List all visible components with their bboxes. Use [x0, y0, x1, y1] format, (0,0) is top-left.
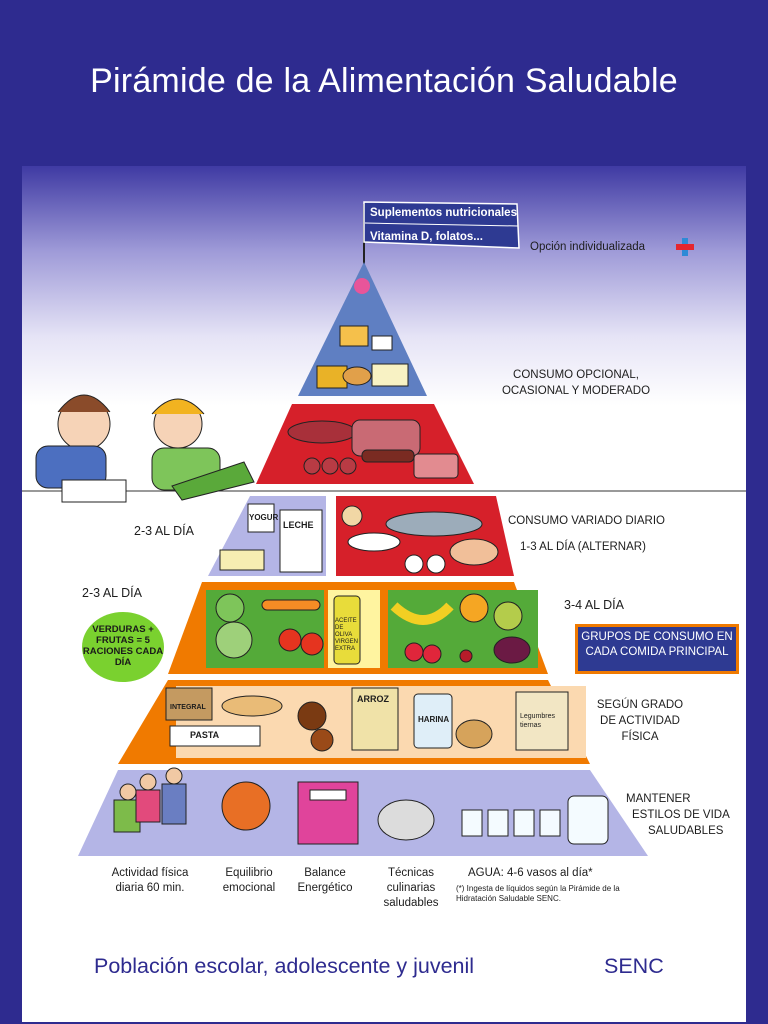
habit-energy: Balance Energético [297, 867, 353, 894]
label-integral: INTEGRAL [170, 704, 206, 711]
fruit-freq: 3-4 AL DÍA [564, 598, 624, 612]
base-line2: ESTILOS DE VIDA [632, 809, 730, 821]
milk-carton-icon [279, 509, 323, 573]
fish-icon [385, 511, 483, 537]
label-pasta: PASTA [190, 730, 220, 740]
veg-fruit-bubble: VERDURAS + FRUTAS = 5 RACIONES CADA DÍA [82, 612, 164, 682]
green-book-icon [171, 461, 255, 501]
water-glass-icon [461, 809, 483, 837]
nuts-icon [341, 505, 363, 527]
pyramid-panel [22, 166, 746, 1022]
banana-icon [390, 602, 454, 625]
tomato-icon [278, 628, 302, 652]
cake-icon [339, 325, 369, 347]
habit-emotional: Equilibrio emocional [222, 867, 276, 894]
label-leche: LECHE [283, 520, 314, 530]
top-tier-line2: OCASIONAL Y MODERADO [501, 385, 651, 397]
baguette-icon [221, 695, 283, 717]
olive-oil-icon [333, 595, 361, 665]
apple-icon [493, 601, 523, 631]
protein-freq: 1-3 AL DÍA (ALTERNAR) [520, 541, 646, 553]
top-tier-line1: CONSUMO OPCIONAL, [513, 369, 639, 381]
scale-icon [297, 781, 359, 845]
drink-icon [371, 335, 393, 351]
label-yogur: YOGUR [249, 513, 279, 522]
beans-icon [347, 532, 401, 552]
grains-line2: DE ACTIVIDAD [600, 715, 680, 727]
brain-icon [221, 781, 271, 831]
water-note: (*) Ingesta de líquidos según la Pirámid… [456, 884, 620, 903]
rice-bag-icon [351, 687, 399, 751]
strawberry-icon [404, 642, 424, 662]
option-label: Opción individualizada [530, 241, 646, 253]
label-arroz: ARROZ [357, 694, 389, 704]
butter-icon [371, 363, 409, 387]
pot-icon [377, 799, 435, 841]
grains-line1: SEGÚN GRADO [596, 699, 684, 711]
pyramid-illustration [22, 201, 746, 856]
orange-icon [459, 593, 489, 623]
lettuce-icon [215, 621, 253, 659]
bread-icon [165, 687, 213, 721]
pasta-icon [169, 725, 261, 747]
people-icon [119, 783, 137, 801]
label-aceite: ACEITE DE OLIVA VIRGEN EXTRA [335, 618, 359, 652]
group-box: GRUPOS DE CONSUMO EN CADA COMIDA PRINCIP… [575, 624, 739, 674]
water-label: AGUA: 4-6 vasos al día* [468, 867, 593, 879]
sausage-icon [287, 420, 357, 444]
candy-icon [354, 278, 370, 294]
habit-cooking: Técnicas culinarias saludables [383, 867, 439, 909]
croissant-icon [342, 366, 372, 386]
cherry-icon [459, 649, 473, 663]
base-line3: SALUDABLES [648, 825, 724, 837]
egg-icon [404, 554, 424, 574]
page-title: Pirámide de la Alimentación Saludable [90, 62, 678, 100]
yogurt-icon [247, 503, 275, 533]
flour-icon [413, 693, 453, 749]
veg-freq: 2-3 AL DÍA [82, 586, 142, 600]
dairy-freq: 2-3 AL DÍA [134, 524, 194, 538]
grains-line3: FÍSICA [621, 731, 659, 743]
snacks-icon [316, 365, 348, 389]
carrot-icon [261, 599, 321, 611]
label-harina: HARINA [418, 715, 450, 724]
base-line1: MANTENER [626, 793, 691, 805]
footer-left: Población escolar, adolescente y juvenil [94, 954, 475, 978]
potato-icon [455, 719, 493, 749]
chestnut-icon [297, 701, 327, 731]
flag-line1: Suplementos nutricionales [370, 207, 517, 219]
book-icon [61, 479, 127, 503]
flag-line2: Vitamina D, folatos... [370, 231, 483, 243]
protein-line1: CONSUMO VARIADO DIARIO [508, 515, 665, 527]
cheese-icon [219, 549, 265, 571]
water-jug-icon [567, 795, 609, 845]
label-legumbres: Legumbres tiernas [520, 713, 556, 729]
footer-right: SENC [604, 954, 664, 978]
habit-activity: Actividad física diaria 60 min. [111, 867, 189, 894]
legumes-bag-icon [515, 691, 569, 751]
broccoli-icon [215, 593, 245, 623]
chicken-icon [449, 538, 499, 566]
grapes-icon [493, 636, 531, 664]
